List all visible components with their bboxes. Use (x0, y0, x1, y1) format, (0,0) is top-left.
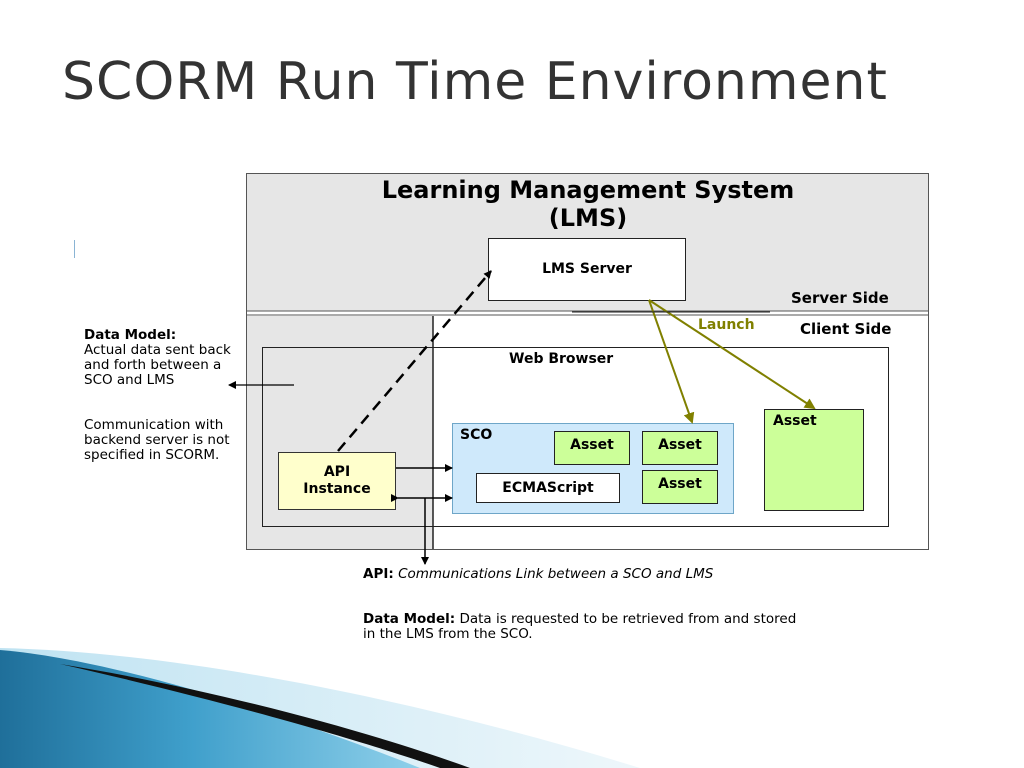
bottom-api-text: Communications Link between a SCO and LM… (398, 566, 714, 582)
lms-title-line1: Learning Management System (381, 176, 795, 204)
api-instance-box: API Instance (278, 452, 396, 510)
web-browser-box (262, 347, 889, 527)
slide-title: SCORM Run Time Environment (62, 52, 888, 112)
launch-arrow-to-sco-asset (648, 299, 695, 424)
sco-label: SCO (460, 427, 493, 443)
api-instance-line2: Instance (303, 481, 371, 497)
launch-label: Launch (698, 317, 755, 333)
lms-title: Learning Management System (LMS) (300, 176, 876, 232)
lms-server-box: LMS Server (488, 238, 686, 301)
api-instance-line1: API (323, 464, 351, 480)
swoosh-dark-stroke (60, 664, 470, 768)
left-data-model-text: Actual data sent back and forth between … (84, 342, 231, 388)
lms-title-line2: (LMS) (548, 204, 628, 232)
bottom-api-note: API: Communications Link between a SCO a… (363, 567, 773, 582)
ecmascript-box: ECMAScript (476, 473, 620, 503)
bottom-api-label: API: (363, 566, 394, 582)
text-cursor-mark (74, 240, 75, 258)
bottom-data-model-text: Data is requested to be retrieved from a… (363, 611, 797, 642)
left-data-model-note: Data Model: Actual data sent back and fo… (84, 328, 244, 388)
launch-arrow-to-client-asset (648, 299, 816, 410)
bottom-data-model-label: Data Model: (363, 611, 456, 627)
bottom-data-model-note: Data Model: Data is requested to be retr… (363, 612, 803, 642)
server-side-label: Server Side (791, 289, 889, 307)
left-data-model-label: Data Model: (84, 327, 177, 343)
client-asset: Asset (764, 409, 864, 511)
api-to-lms-server-dashed-arrow (337, 270, 492, 452)
client-side-shaded-area (247, 316, 433, 549)
left-communication-note: Communication with backend server is not… (84, 417, 230, 463)
sco-asset-2: Asset (642, 431, 718, 465)
sco-asset-1: Asset (554, 431, 630, 465)
swoosh-blue-layer (0, 650, 420, 768)
web-browser-label: Web Browser (509, 351, 614, 367)
client-side-label: Client Side (800, 320, 892, 338)
sco-asset-3: Asset (642, 470, 718, 504)
